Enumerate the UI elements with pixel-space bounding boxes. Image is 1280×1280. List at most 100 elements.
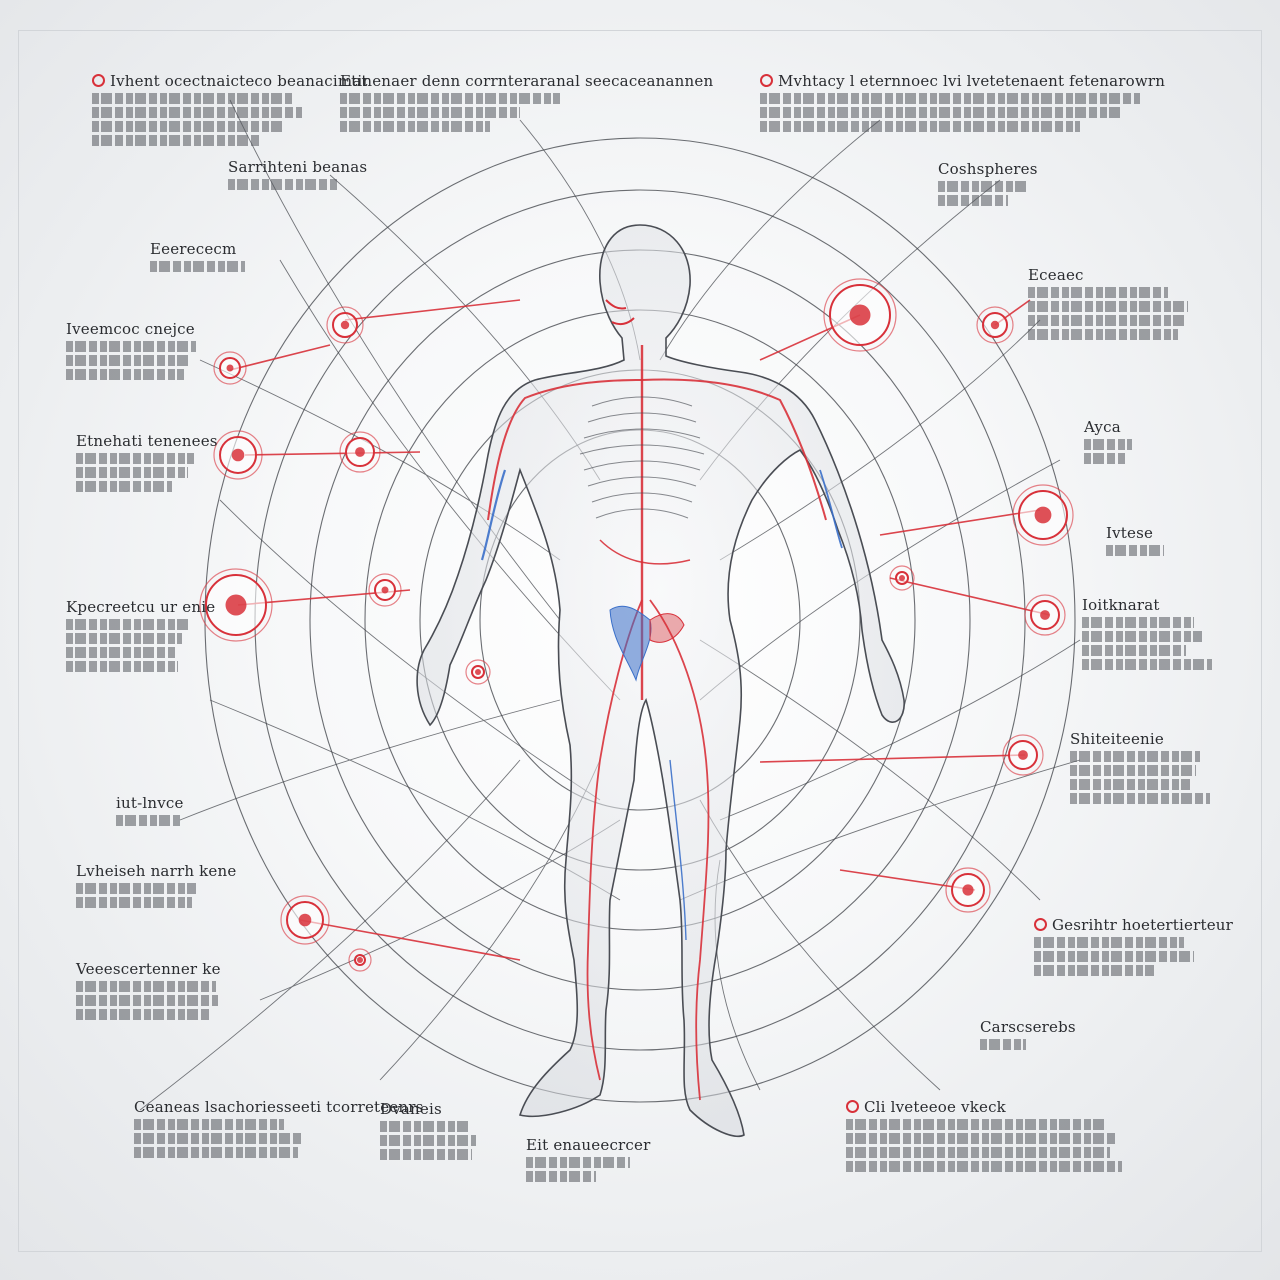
label-title: Eeerececm [150, 240, 237, 258]
label-title: Carscserebs [980, 1018, 1076, 1036]
label-title: Ivhent ocectnaicteco beanacimat [92, 72, 367, 90]
label-title: iut-lnvce [116, 794, 184, 812]
bullet-icon [92, 74, 105, 87]
connector-line-13 [679, 759, 1081, 901]
label-text-rows [92, 93, 332, 146]
node-core [849, 304, 871, 326]
label-title: Veeescertenner ke [76, 960, 221, 978]
annotation-node-10 [945, 867, 991, 913]
connector-line-12 [719, 639, 1081, 821]
label-text-rows [228, 179, 358, 190]
connector-line-20 [139, 759, 521, 1111]
label-text-rows [526, 1157, 646, 1182]
label-title: Eceaec [1028, 266, 1084, 284]
face-detail [605, 299, 635, 326]
node-outer-ring [199, 568, 273, 642]
connector-line-5 [219, 499, 601, 801]
red-connector-5 [759, 754, 1026, 763]
node-core [899, 575, 905, 581]
node-outer-ring [339, 431, 381, 473]
label-text-rows [76, 453, 206, 492]
label-right-6: Gesrihtr hoetertierteur [1034, 916, 1233, 979]
ring-6 [204, 137, 1076, 1103]
label-right-7: Carscserebs [980, 1018, 1080, 1053]
label-text-rows [116, 815, 196, 826]
annotation-node-1 [213, 430, 263, 480]
node-core [1034, 506, 1052, 524]
connector-line-4 [199, 359, 561, 561]
label-left-5: iut-lnvce [116, 794, 196, 829]
node-outer-ring [280, 895, 330, 945]
label-text-rows [66, 341, 206, 380]
label-text-rows [1084, 439, 1154, 464]
label-left-3: Etnehati tenenees [76, 432, 218, 495]
node-outer-ring [1012, 484, 1074, 546]
label-top-left: Ivhent ocectnaicteco beanacimat [92, 72, 367, 149]
annotation-node-12 [326, 306, 364, 344]
annotation-node-7 [1012, 484, 1074, 546]
label-title: Ayca [1084, 418, 1121, 436]
rib-7 [591, 492, 693, 503]
node-core [231, 448, 245, 462]
node-outer-ring [465, 659, 491, 685]
label-upper-left-small: Sarrihteni beanas [228, 158, 368, 193]
annotation-node-8 [1024, 594, 1066, 636]
label-title: Shiteiteenie [1070, 730, 1164, 748]
rib-2 [587, 412, 697, 423]
annotation-node-9 [1002, 734, 1044, 776]
label-title: Cli lveteeoe vkeck [846, 1098, 1146, 1116]
connector-line-14 [699, 639, 1041, 901]
label-right-1: Eceaec [1028, 266, 1208, 343]
label-top-center: Etinenaer denn corrnteraranal seecaceana… [340, 72, 713, 135]
label-bottom-right: Cli lveteeoe vkeck [846, 1098, 1146, 1175]
annotation-node-14 [889, 565, 915, 591]
label-top-right: Mvhtacy l eternnoec lvi lvetetenaent fet… [760, 72, 1165, 135]
body-silhouette [416, 224, 905, 1137]
node-outer-ring [326, 306, 364, 344]
node-outer-ring [213, 351, 247, 385]
label-bottom-left: Ceaneas lsachoriesseeti tcorreteenrs [134, 1098, 423, 1161]
label-left-6: Lvheiseh narrh kene [76, 862, 236, 911]
red-connector-11 [229, 344, 331, 371]
annotation-node-13 [213, 351, 247, 385]
label-right-4: Ioitknarat [1082, 596, 1222, 673]
label-right-2: Ayca [1084, 418, 1154, 467]
label-title: Ivtese [1106, 524, 1154, 542]
label-title: Coshspheres [938, 160, 1038, 178]
node-core [381, 586, 389, 594]
label-title: Sarrihteni beanas [228, 158, 368, 176]
node-core [355, 447, 365, 457]
rib-1 [591, 396, 693, 407]
vessel-5 [649, 599, 710, 1101]
label-text-rows [66, 619, 196, 672]
node-outer-ring [823, 278, 897, 352]
connector-line-7 [179, 699, 561, 821]
vessel-3 [641, 378, 827, 521]
human-body-figure [416, 224, 905, 1137]
rib-5 [583, 460, 701, 471]
label-text-rows [150, 261, 260, 272]
label-title: Kpecreetcu ur enie [66, 598, 216, 616]
label-text-rows [380, 1121, 490, 1160]
rib-3 [583, 428, 701, 439]
label-text-rows [340, 93, 640, 132]
label-text-rows [980, 1039, 1080, 1050]
node-outer-ring [1002, 734, 1044, 776]
label-title: Ioitknarat [1082, 596, 1160, 614]
bullet-icon [760, 74, 773, 87]
bullet-icon [1034, 918, 1047, 931]
pelvis-red [649, 613, 685, 643]
node-core [225, 594, 247, 616]
label-text-rows [1106, 545, 1186, 556]
label-text-rows [1028, 287, 1208, 340]
red-connector-4 [889, 577, 1051, 616]
label-left-2: Iveemcoc cnejce [66, 320, 206, 383]
diagram-frame [18, 30, 1262, 1252]
label-title: Etnehati tenenees [76, 432, 218, 450]
node-outer-ring [976, 306, 1014, 344]
annotation-node-16 [348, 948, 372, 972]
annotation-node-4 [368, 573, 402, 607]
node-core [990, 320, 1000, 330]
label-title: Eit enaueecrcer [526, 1136, 651, 1154]
